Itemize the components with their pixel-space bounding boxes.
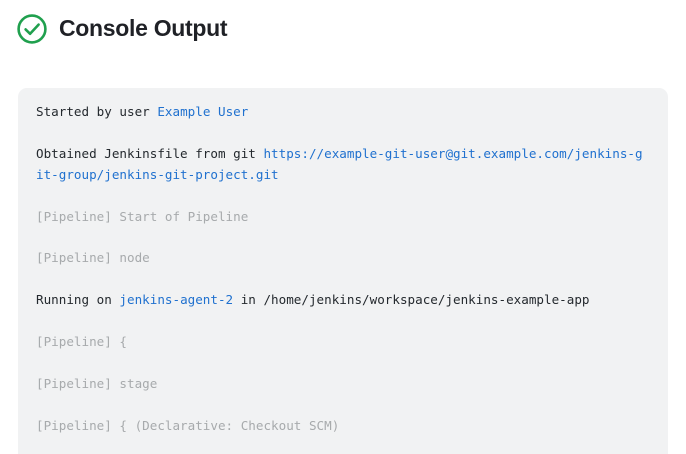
console-log: Started by user Example User Obtained Je… xyxy=(36,102,650,454)
console-log-link[interactable]: https://example-git-user@git.example.com… xyxy=(36,145,643,182)
line-obtained-jenkinsfile: Obtained Jenkinsfile from git https://ex… xyxy=(36,144,650,186)
line-pipeline-start: [Pipeline] Start of Pipeline xyxy=(36,207,650,228)
line-pipeline-open-brace: [Pipeline] { xyxy=(36,332,650,353)
line-pipeline-stage: [Pipeline] stage xyxy=(36,374,650,395)
page-header: Console Output xyxy=(0,0,686,44)
console-log-text: Started by user xyxy=(36,104,158,119)
console-log-text: Running on xyxy=(36,292,120,308)
check-circle-icon xyxy=(17,13,47,44)
page-title: Console Output xyxy=(59,15,228,41)
console-log-text: [Pipeline] node xyxy=(36,250,150,266)
console-log-text: [Pipeline] { xyxy=(36,333,127,349)
console-log-text: in /home/jenkins/workspace/jenkins-examp… xyxy=(233,292,590,308)
console-log-text: Obtained Jenkinsfile from git xyxy=(36,145,264,161)
line-started-by-user: Started by user Example User xyxy=(36,102,650,123)
console-log-link[interactable]: Example User xyxy=(157,104,249,119)
console-log-text: [Pipeline] { (Declarative: Checkout SCM) xyxy=(36,417,340,433)
line-pipeline-declarative-checkout: [Pipeline] { (Declarative: Checkout SCM) xyxy=(36,416,650,437)
console-output-panel[interactable]: Started by user Example User Obtained Je… xyxy=(18,88,668,454)
line-running-on: Running on jenkins-agent-2 in /home/jenk… xyxy=(36,290,650,311)
console-log-link[interactable]: jenkins-agent-2 xyxy=(119,292,234,308)
console-log-text: [Pipeline] Start of Pipeline xyxy=(36,208,249,224)
console-log-text: [Pipeline] stage xyxy=(36,375,158,391)
line-pipeline-node: [Pipeline] node xyxy=(36,248,650,269)
